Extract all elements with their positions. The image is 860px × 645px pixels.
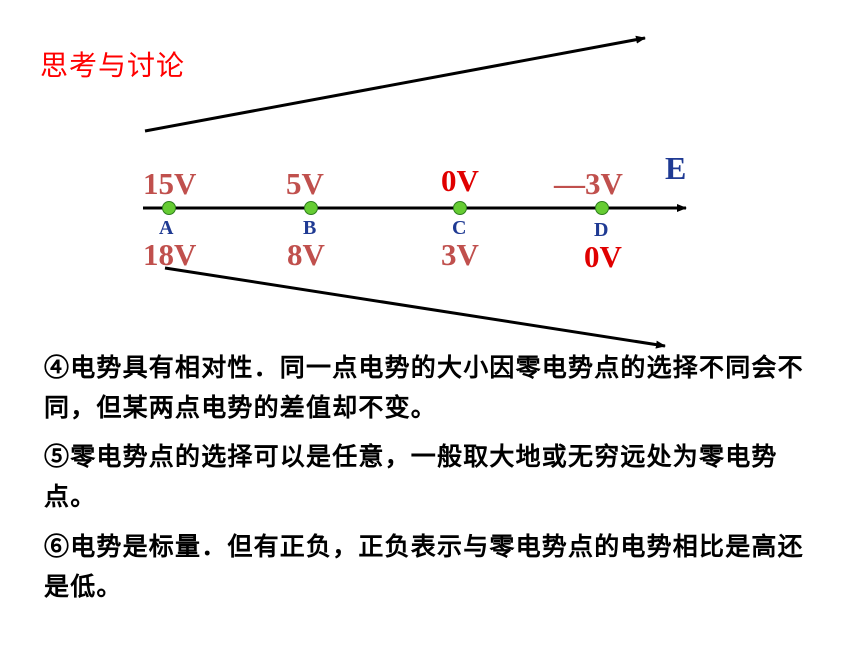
point-b-label: B xyxy=(303,217,317,239)
potential-a-lower: 18V xyxy=(143,237,197,272)
lower-diverging-arrow xyxy=(164,266,666,349)
point-a-label: A xyxy=(159,217,174,239)
point-d-dot xyxy=(595,201,609,215)
point-b-dot xyxy=(304,201,318,215)
slide-title: 思考与讨论 xyxy=(40,49,186,82)
potential-c-upper: 0V xyxy=(441,163,479,198)
potential-b-lower: 8V xyxy=(287,237,325,272)
potential-c-lower: 3V xyxy=(441,237,479,272)
point-a-dot xyxy=(162,201,176,215)
field-e-label: E xyxy=(665,150,687,186)
upper-diverging-arrow xyxy=(144,35,646,133)
potential-d-lower: 0V xyxy=(584,239,622,274)
point-d-label: D xyxy=(594,219,609,241)
potential-a-upper: 15V xyxy=(143,166,197,201)
paragraph-relativity: ④电势具有相对性．同一点电势的大小因零电势点的选择不同会不同，但某两点电势的差值… xyxy=(44,353,804,422)
potential-b-upper: 5V xyxy=(286,166,324,201)
paragraph-zero-reference: ⑤零电势点的选择可以是任意，一般取大地或无穷远处为零电势点。 xyxy=(44,442,778,511)
point-c-label: C xyxy=(452,217,467,239)
paragraph-scalar: ⑥电势是标量．但有正负，正负表示与零电势点的电势相比是高还是低。 xyxy=(44,532,804,601)
potential-d-upper: —3V xyxy=(554,166,623,201)
point-c-dot xyxy=(453,201,467,215)
